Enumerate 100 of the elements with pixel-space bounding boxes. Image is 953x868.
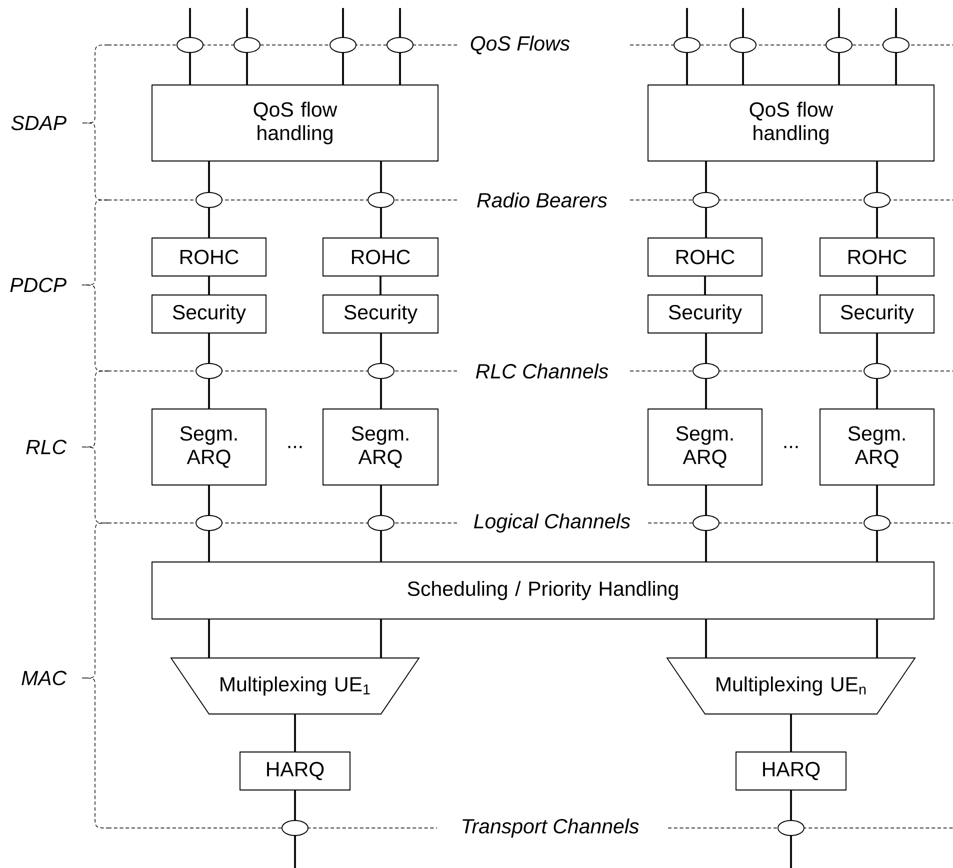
process-box: Segm. ARQ: [648, 408, 762, 486]
connection-line: [189, 52, 191, 85]
connection-line: [294, 836, 296, 868]
process-box: Scheduling / Priority Handling: [152, 562, 934, 620]
process-box: Segm. ARQ: [152, 408, 266, 486]
ellipse-marker: [882, 37, 910, 53]
ellipse-marker: [730, 37, 756, 53]
connection-line: [704, 276, 706, 295]
ellipse-marker: [196, 192, 222, 208]
layer-label: PDCP: [10, 278, 66, 292]
connection-line: [838, 52, 840, 85]
layer-label: RLC: [26, 440, 67, 454]
connection-line: [895, 52, 897, 85]
layer-label: RLC Channels: [476, 363, 608, 379]
connection-line: [294, 714, 296, 752]
connection-line: [380, 333, 382, 364]
connection-line: [876, 378, 878, 409]
connection-line: [876, 208, 878, 238]
ellipse-marker: [864, 363, 890, 379]
connection-line: [742, 52, 744, 85]
connection-line: [294, 790, 296, 820]
connection-line: [790, 790, 792, 820]
connection-line: [208, 485, 210, 516]
ellipse-marker: [864, 515, 890, 531]
layer-label: QoS Flows: [470, 36, 570, 54]
connection-line: [208, 276, 210, 295]
process-box: HARQ: [240, 752, 350, 790]
process-box: QoS flow handling: [648, 84, 934, 162]
connection-line: [380, 161, 382, 192]
dots: ...: [784, 446, 798, 448]
connection-line: [246, 8, 248, 38]
ellipse-marker: [330, 37, 356, 53]
ellipse-marker: [196, 363, 222, 379]
connection-line: [208, 333, 210, 364]
ellipse-marker: [692, 363, 720, 379]
ellipse-marker: [386, 37, 414, 53]
layer-label: Transport Channels: [462, 818, 639, 838]
ellipse-marker: [368, 515, 394, 531]
connection-line: [705, 530, 707, 562]
connection-line: [895, 8, 897, 38]
connection-line: [686, 52, 688, 85]
connection-line: [742, 8, 744, 38]
connection-line: [246, 52, 248, 85]
dots: ...: [288, 446, 302, 448]
connection-line: [705, 333, 707, 364]
connection-line: [380, 378, 382, 409]
ellipse-marker: [826, 37, 852, 53]
ellipse-marker: [692, 192, 720, 208]
connection-line: [686, 8, 688, 38]
layer-label: SDAP: [11, 116, 66, 130]
connection-line: [876, 161, 878, 192]
connection-line: [876, 530, 878, 562]
process-box: Segm. ARQ: [322, 408, 438, 486]
process-box: Security: [152, 294, 266, 334]
connection-line: [876, 485, 878, 516]
connection-line: [342, 52, 344, 85]
process-box: Segm. ARQ: [820, 408, 934, 486]
process-box: ROHC: [322, 238, 438, 276]
connection-line: [208, 530, 210, 562]
ellipse-marker: [282, 820, 308, 836]
ellipse-marker: [692, 515, 720, 531]
connection-line: [790, 836, 792, 868]
ellipse-marker: [864, 192, 890, 208]
connection-line: [380, 619, 382, 658]
connection-line: [380, 485, 382, 516]
layer-label: Logical Channels: [474, 513, 630, 533]
connection-line: [876, 333, 878, 364]
connection-line: [380, 530, 382, 562]
process-box: Security: [322, 294, 438, 334]
connection-line: [876, 619, 878, 658]
process-box: Security: [820, 294, 934, 334]
connection-line: [208, 619, 210, 658]
process-box: QoS flow handling: [152, 84, 438, 162]
process-box: HARQ: [736, 752, 846, 790]
connection-line: [399, 8, 401, 38]
connection-line: [208, 161, 210, 192]
ellipse-marker: [368, 363, 394, 379]
process-box: Security: [648, 294, 762, 334]
connection-line: [208, 208, 210, 238]
connection-line: [342, 8, 344, 38]
ellipse-marker: [778, 820, 804, 836]
ellipse-marker: [368, 192, 394, 208]
connection-line: [790, 714, 792, 752]
ellipse-marker: [196, 515, 222, 531]
connection-line: [380, 208, 382, 238]
connection-line: [705, 161, 707, 192]
connection-line: [380, 276, 382, 295]
ellipse-marker: [176, 37, 204, 53]
process-box: ROHC: [820, 238, 934, 276]
layer-label: MAC: [22, 670, 67, 686]
ellipse-marker: [234, 37, 260, 53]
connection-line: [705, 378, 707, 409]
connection-line: [705, 619, 707, 658]
process-box: ROHC: [648, 238, 762, 276]
process-box: ROHC: [152, 238, 266, 276]
connection-line: [189, 8, 191, 38]
connection-line: [208, 378, 210, 409]
connection-line: [399, 52, 401, 85]
ellipse-marker: [674, 37, 700, 53]
connection-line: [705, 485, 707, 516]
